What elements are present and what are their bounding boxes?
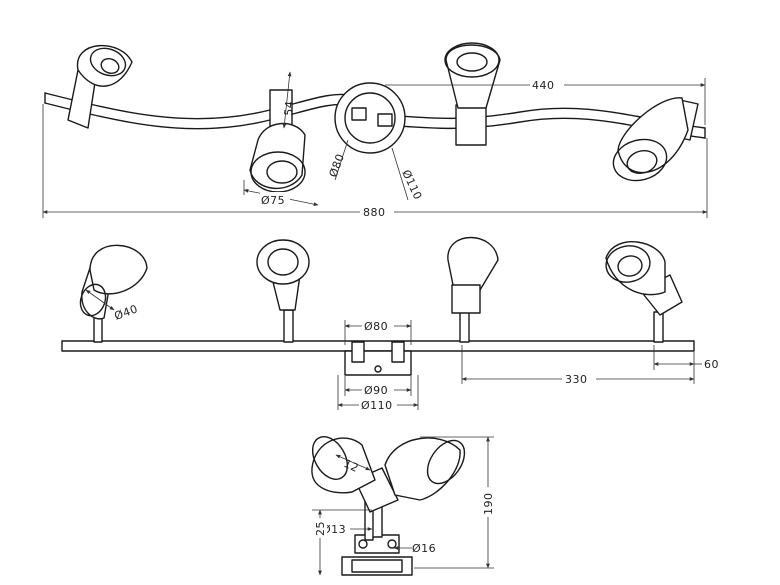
straight-bar	[61, 340, 695, 352]
front-spot-2	[256, 239, 310, 343]
dim-d75: Ø75	[261, 194, 285, 207]
front-spot-3	[447, 236, 499, 343]
dim-880: 880	[363, 206, 386, 219]
top-spot-1	[67, 44, 133, 129]
dim-190: 190	[482, 493, 495, 516]
dim-54: 54	[282, 100, 296, 116]
dim-d80-front: Ø80	[364, 320, 388, 333]
base-inner-circle	[344, 92, 396, 144]
dim-d110-front: Ø110	[361, 399, 393, 412]
top-spot-2	[249, 89, 306, 193]
curved-bar-upper	[44, 92, 351, 120]
front-spot-4	[605, 241, 683, 343]
top-spot-3	[444, 42, 501, 146]
curved-bar-lower	[44, 102, 351, 130]
front-view: Ø40 Ø80 Ø90 Ø110 60 330	[61, 236, 719, 412]
dim-440: 440	[532, 79, 555, 92]
dim-d13: Ø13	[322, 523, 346, 536]
dim-330: 330	[565, 373, 588, 386]
side-view: 190 12 Ø13 25 Ø16	[311, 436, 495, 576]
dim-12: 12	[342, 457, 361, 475]
front-spot-1	[79, 244, 148, 343]
top-view: 440 54 Ø75 Ø80 Ø110 880	[42, 42, 708, 219]
top-spot-4	[612, 97, 699, 182]
dim-60: 60	[704, 358, 719, 371]
dim-d16: Ø16	[412, 542, 436, 555]
dim-d40: Ø40	[113, 302, 140, 322]
dim-25: 25	[314, 521, 327, 536]
dim-d90: Ø90	[364, 384, 388, 397]
dim-d80-top: Ø80	[327, 152, 347, 179]
